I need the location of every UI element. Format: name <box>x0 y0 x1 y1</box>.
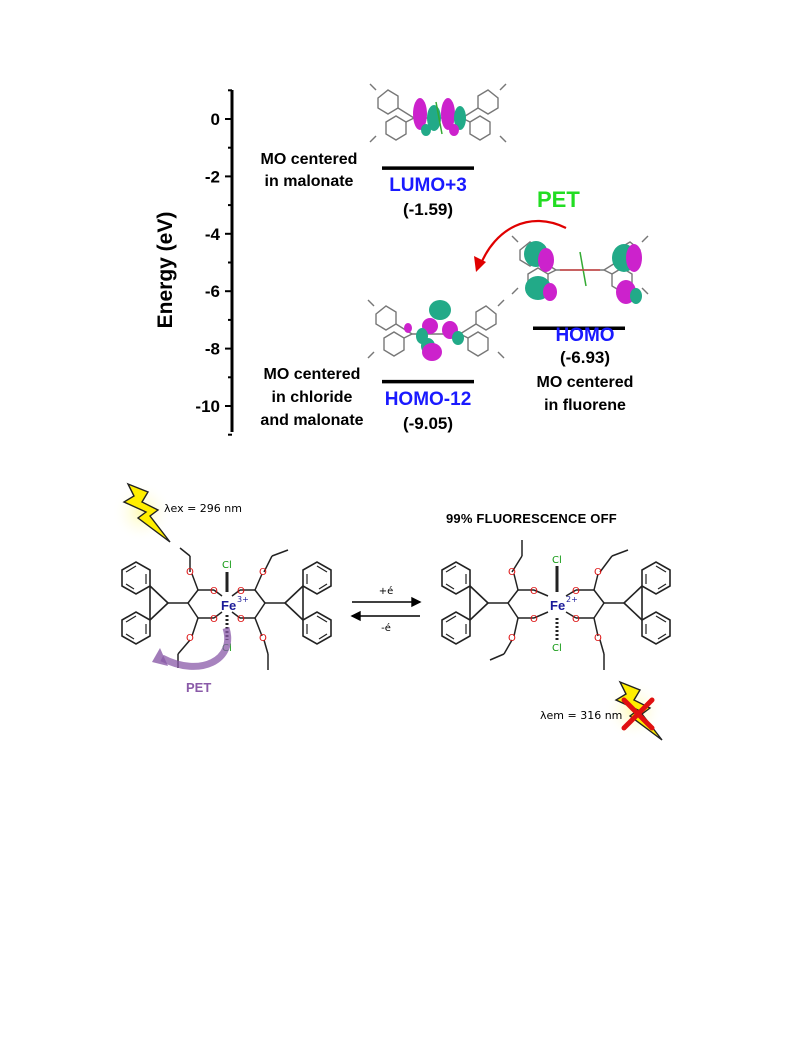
left-o-1: O <box>210 586 218 597</box>
left-o-8: O <box>259 633 267 644</box>
y-axis-tick-label: -4 <box>205 225 221 244</box>
left-o-5: O <box>186 567 194 578</box>
right-cl-bottom: Cl <box>552 643 562 654</box>
homo12-desc-1: MO centered <box>264 366 361 383</box>
lumo3-name: LUMO+3 <box>389 175 467 196</box>
right-charge: 2+ <box>566 595 578 604</box>
left-metal: Fe <box>221 598 236 613</box>
right-o-1: O <box>530 586 538 597</box>
pet-label: PET <box>537 187 580 212</box>
y-axis-tick-label: 0 <box>211 110 220 129</box>
reverse-label: -é <box>381 622 391 634</box>
excitation-bolt-icon <box>112 482 172 542</box>
right-complex: O O O O O O O O Cl Cl Fe 2+ <box>442 540 670 670</box>
right-o-5: O <box>508 567 516 578</box>
right-metal: Fe <box>550 598 565 613</box>
lumo3-value: (-1.59) <box>403 200 453 219</box>
left-charge: 3+ <box>237 595 249 604</box>
orbital-homo12-image <box>368 300 504 361</box>
right-o-2: O <box>530 614 538 625</box>
excitation-label: λex = 296 nm <box>164 502 242 515</box>
left-o-7: O <box>259 567 267 578</box>
homo-value: (-6.93) <box>560 348 610 367</box>
homo12-desc-2: in chloride <box>272 389 353 406</box>
right-o-6: O <box>508 633 516 644</box>
forward-label: +é <box>379 585 394 597</box>
right-o-4: O <box>572 614 580 625</box>
lumo3-desc-1: MO centered <box>261 151 358 168</box>
left-o-2: O <box>210 614 218 625</box>
left-o-6: O <box>186 633 194 644</box>
homo-name: HOMO <box>555 325 614 346</box>
right-o-7: O <box>594 567 602 578</box>
left-cl-top: Cl <box>222 560 232 571</box>
lumo3-desc-2: in malonate <box>265 173 354 190</box>
homo12-value: (-9.05) <box>403 414 453 433</box>
y-axis-tick-label: -10 <box>195 397 220 416</box>
emission-label: λem = 316 nm <box>540 709 622 722</box>
homo-desc-1: MO centered <box>537 374 634 391</box>
y-axis: 0 -2 -4 -6 -8 -10 <box>195 90 232 435</box>
orbital-lumo3-image <box>370 84 506 142</box>
y-axis-tick-label: -8 <box>205 340 220 359</box>
energy-diagram: 0 -2 -4 -6 -8 -10 Energy (eV) <box>154 84 648 435</box>
reaction-scheme: λex = 296 nm <box>112 482 670 740</box>
right-cl-top: Cl <box>552 555 562 566</box>
y-axis-tick-label: -2 <box>205 167 220 186</box>
left-o-4: O <box>237 614 245 625</box>
right-o-8: O <box>594 633 602 644</box>
scheme-pet-arrow <box>162 628 228 666</box>
y-axis-tick-label: -6 <box>205 282 220 301</box>
homo12-name: HOMO-12 <box>385 389 472 410</box>
equilibrium-arrows <box>352 598 420 620</box>
homo-desc-2: in fluorene <box>544 397 626 414</box>
fluorescence-status: 99% FLUORESCENCE OFF <box>446 511 617 526</box>
homo12-desc-3: and malonate <box>260 412 363 429</box>
orbital-homo-image <box>512 236 648 304</box>
y-axis-label: Energy (eV) <box>154 212 177 329</box>
scheme-pet-label: PET <box>186 680 211 695</box>
